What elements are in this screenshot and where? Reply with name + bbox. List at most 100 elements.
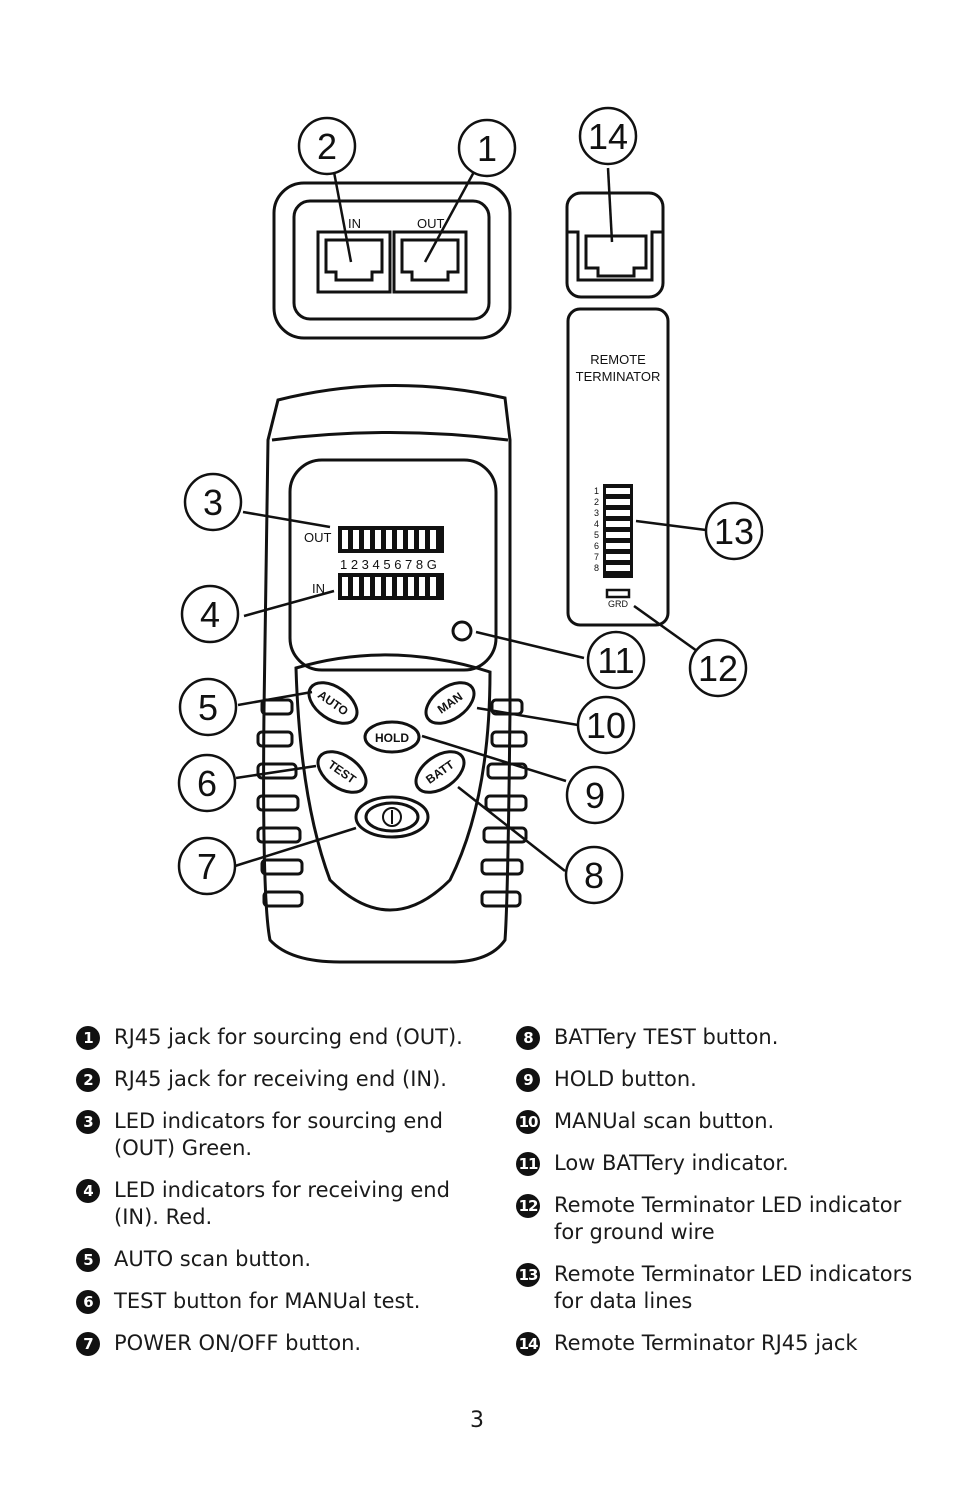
- callout-number: 13: [714, 511, 754, 552]
- remote-led-number: 5: [594, 530, 599, 540]
- callout-leaders: [234, 167, 707, 872]
- callout-number: 8: [584, 855, 604, 896]
- callout-14: 14: [578, 106, 638, 166]
- callout-12: 12: [688, 638, 748, 698]
- test-button[interactable]: TEST: [311, 743, 374, 800]
- lcd-out-label: OUT: [304, 530, 332, 545]
- legend-item: 4 LED indicators for receiving end (IN).…: [76, 1177, 476, 1231]
- hold-button-label: HOLD: [375, 731, 409, 745]
- remote-led-numbers: 1 2 3 4 5 6 7 8: [594, 486, 599, 573]
- callout-9: 9: [565, 765, 625, 825]
- legend-number-badge: 3: [76, 1110, 100, 1134]
- remote-grd-led: [605, 588, 631, 599]
- auto-button[interactable]: AUTO: [302, 674, 365, 731]
- legend-text: TEST button for MANUal test.: [114, 1289, 421, 1313]
- legend-item: 10 MANUal scan button.: [516, 1108, 916, 1135]
- callout-number: 5: [198, 687, 218, 728]
- legend-number-badge: 12: [516, 1194, 540, 1218]
- callout-number: 1: [477, 128, 497, 169]
- jack-in-label: IN: [348, 216, 361, 231]
- remote-grd-label: GRD: [608, 599, 629, 609]
- legend-text: POWER ON/OFF button.: [114, 1331, 362, 1355]
- man-button[interactable]: MAN: [419, 674, 482, 731]
- power-button[interactable]: [354, 795, 430, 839]
- callout-number: 12: [698, 648, 738, 689]
- legend-number-badge: 1: [76, 1026, 100, 1050]
- legend-text: RJ45 jack for sourcing end (OUT).: [114, 1025, 463, 1049]
- legend-text: BATTery TEST button.: [554, 1025, 779, 1049]
- remote-led-stack: [603, 484, 633, 578]
- top-jack-panel: [272, 181, 512, 340]
- legend-item: 14 Remote Terminator RJ45 jack: [516, 1330, 916, 1357]
- remote-led-number: 3: [594, 508, 599, 518]
- legend-text: Remote Terminator LED indicator for grou…: [554, 1193, 902, 1244]
- led-bar-in: [338, 573, 444, 600]
- callout-11: 11: [586, 630, 646, 690]
- low-battery-indicator: [451, 620, 473, 642]
- power-icon: [382, 807, 402, 827]
- callout-5: 5: [178, 677, 238, 737]
- legend-item: 8 BATTery TEST button.: [516, 1024, 916, 1051]
- legend-number-badge: 13: [516, 1263, 540, 1287]
- led-bar-out: [338, 526, 444, 553]
- legend-item: 12 Remote Terminator LED indicator for g…: [516, 1192, 916, 1246]
- lcd-window: [288, 458, 498, 672]
- callout-number: 2: [317, 126, 337, 167]
- legend-item: 2 RJ45 jack for receiving end (IN).: [76, 1066, 476, 1093]
- remote-jack-housing: [565, 191, 665, 299]
- legend-number-badge: 4: [76, 1179, 100, 1203]
- legend-text: LED indicators for receiving end (IN). R…: [114, 1178, 450, 1229]
- callout-10: 10: [576, 695, 636, 755]
- remote-led-number: 4: [594, 519, 599, 529]
- legend-left-column: 1 RJ45 jack for sourcing end (OUT). 2 RJ…: [76, 1024, 476, 1372]
- callout-number: 7: [197, 846, 217, 887]
- jack-out-label: OUT: [417, 216, 445, 231]
- legend-text: Remote Terminator LED indicators for dat…: [554, 1262, 913, 1313]
- legend-text: MANUal scan button.: [554, 1109, 775, 1133]
- remote-title-line2: TERMINATOR: [576, 369, 661, 384]
- callout-number: 14: [588, 116, 628, 157]
- callout-number: 3: [203, 482, 223, 523]
- callout-6: 6: [177, 753, 237, 813]
- remote-led-number: 8: [594, 563, 599, 573]
- callout-2: 2: [297, 116, 357, 176]
- callout-number: 9: [585, 775, 605, 816]
- callout-number: 11: [597, 640, 634, 681]
- legend-number-badge: 8: [516, 1026, 540, 1050]
- legend-item: 13 Remote Terminator LED indicators for …: [516, 1261, 916, 1315]
- legend-number-badge: 10: [516, 1110, 540, 1134]
- remote-led-number: 6: [594, 541, 599, 551]
- legend-item: 7 POWER ON/OFF button.: [76, 1330, 476, 1357]
- tester-diagram: IN OUT REMOTE TERMINATOR 1 2 3 4 5 6 7 8…: [177, 106, 764, 964]
- callout-number: 4: [200, 594, 220, 635]
- page-number: 3: [470, 1408, 484, 1433]
- tester-body: [262, 384, 512, 964]
- callout-13: 13: [704, 501, 764, 561]
- legend-text: HOLD button.: [554, 1067, 697, 1091]
- keypad-area: [294, 653, 492, 912]
- legend-text: AUTO scan button.: [114, 1247, 312, 1271]
- remote-led-number: 1: [594, 486, 599, 496]
- rj45-jack-in: [316, 230, 392, 294]
- legend-number-badge: 9: [516, 1068, 540, 1092]
- callout-8: 8: [564, 845, 624, 905]
- callout-7: 7: [177, 836, 237, 896]
- batt-button[interactable]: BATT: [409, 743, 472, 800]
- lcd-pin-numbers: 1 2 3 4 5 6 7 8 G: [340, 557, 437, 572]
- legend-number-badge: 6: [76, 1290, 100, 1314]
- left-grip: [256, 698, 304, 908]
- remote-terminator-body: [566, 307, 670, 627]
- remote-led-number: 7: [594, 552, 599, 562]
- legend-item: 5 AUTO scan button.: [76, 1246, 476, 1273]
- callout-4: 4: [180, 584, 240, 644]
- right-grip: [480, 698, 528, 908]
- hold-button[interactable]: HOLD: [363, 720, 421, 754]
- legend-number-badge: 2: [76, 1068, 100, 1092]
- legend-item: 9 HOLD button.: [516, 1066, 916, 1093]
- remote-rj45-jack: [584, 234, 648, 278]
- legend-item: 3 LED indicators for sourcing end (OUT) …: [76, 1108, 476, 1162]
- callout-3: 3: [183, 472, 243, 532]
- remote-led-number: 2: [594, 497, 599, 507]
- remote-title-line1: REMOTE: [590, 352, 646, 367]
- legend-number-badge: 7: [76, 1332, 100, 1356]
